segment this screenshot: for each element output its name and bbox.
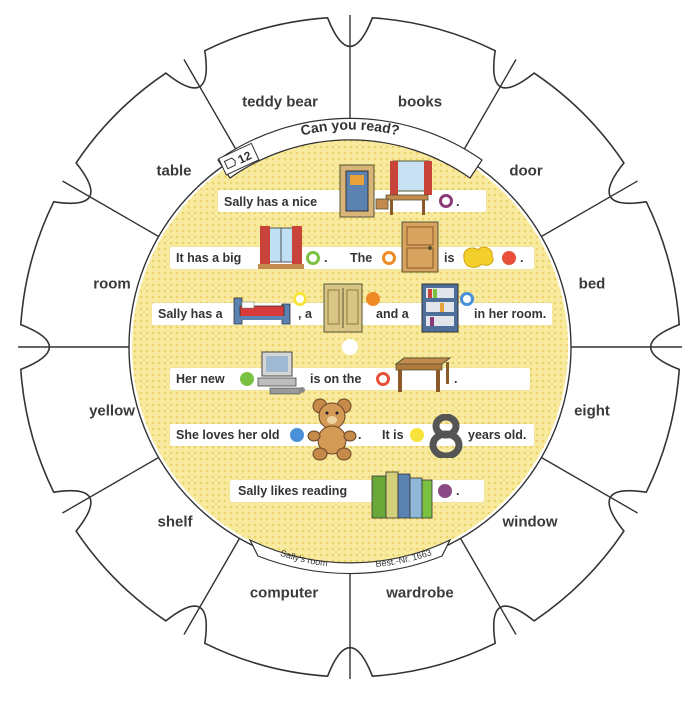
red-dot-marker <box>502 251 516 265</box>
sentence-1-text: Sally has a nice <box>224 195 318 209</box>
word-books: books <box>397 93 443 111</box>
sentence-3-text-d: in her room. <box>474 307 547 321</box>
segment-divider <box>62 180 159 238</box>
segment-dividers <box>18 15 682 679</box>
orange-dot-marker <box>366 292 380 306</box>
purple-ring-marker <box>439 194 453 208</box>
word-eight: eight <box>574 402 610 420</box>
sentence-2-text-d: is <box>444 251 455 265</box>
segment-divider <box>62 456 159 514</box>
yellow-dot-marker <box>410 428 424 442</box>
bookshelf-icon <box>421 283 459 333</box>
center-hole <box>342 339 358 355</box>
segment-divider <box>541 180 638 238</box>
hand-pointer-icon <box>223 157 236 170</box>
card-number-badge: 12 <box>218 142 260 176</box>
sentence-4-text-b: is on the <box>310 372 362 386</box>
sentence-2-text-a: It has a big <box>176 251 242 265</box>
footer-band <box>248 538 452 575</box>
word-shelf: shelf <box>157 513 193 531</box>
sentence-4-text-a: Her new <box>176 372 225 386</box>
books-icon <box>371 471 433 519</box>
table-icon <box>394 357 452 392</box>
orange-ring-marker <box>382 251 396 265</box>
segment-divider <box>459 59 517 156</box>
sentence-6-text: Sally likes reading <box>238 484 348 498</box>
sentence-5-text-a: She loves her old <box>176 428 280 442</box>
number-eight-icon <box>429 414 463 458</box>
blue-ring-marker <box>460 292 474 306</box>
svg-text:12: 12 <box>236 148 254 166</box>
sentence-2-text-c: The <box>350 251 373 265</box>
header-title: Can you read? <box>299 117 401 139</box>
sentence-5-text-d: years old. <box>468 428 527 442</box>
teddy-bear-icon <box>307 398 357 461</box>
door-icon <box>401 221 439 273</box>
word-computer: computer <box>249 584 319 602</box>
wardrobe-icon <box>323 283 363 333</box>
violet-dot-marker <box>438 484 452 498</box>
word-bed: bed <box>578 275 606 293</box>
segment-divider <box>183 538 241 635</box>
word-table: table <box>156 162 192 180</box>
room-scene-icon <box>339 160 432 218</box>
blue-dot-marker <box>290 428 304 442</box>
word-window: window <box>502 513 558 531</box>
word-yellow: yellow <box>89 402 135 420</box>
word-door: door <box>509 162 543 180</box>
word-room: room <box>93 275 131 293</box>
header-band <box>217 117 483 179</box>
segment-divider <box>541 456 638 514</box>
yellow-blob-icon <box>463 246 494 268</box>
sentence-3-text-a: Sally has a <box>158 307 223 321</box>
window-icon <box>258 226 304 269</box>
word-teddy-bear: teddy bear <box>242 93 318 111</box>
segment-divider <box>183 59 241 156</box>
computer-icon <box>257 351 305 395</box>
bed-icon <box>233 297 291 325</box>
word-wardrobe: wardrobe <box>386 584 454 602</box>
red-ring-marker <box>376 372 390 386</box>
sentence-5-text-c: It is <box>382 428 404 442</box>
green-dot-marker <box>240 372 254 386</box>
segment-divider <box>459 538 517 635</box>
yellow-ring-marker <box>293 292 307 306</box>
green-ring-marker <box>306 251 320 265</box>
